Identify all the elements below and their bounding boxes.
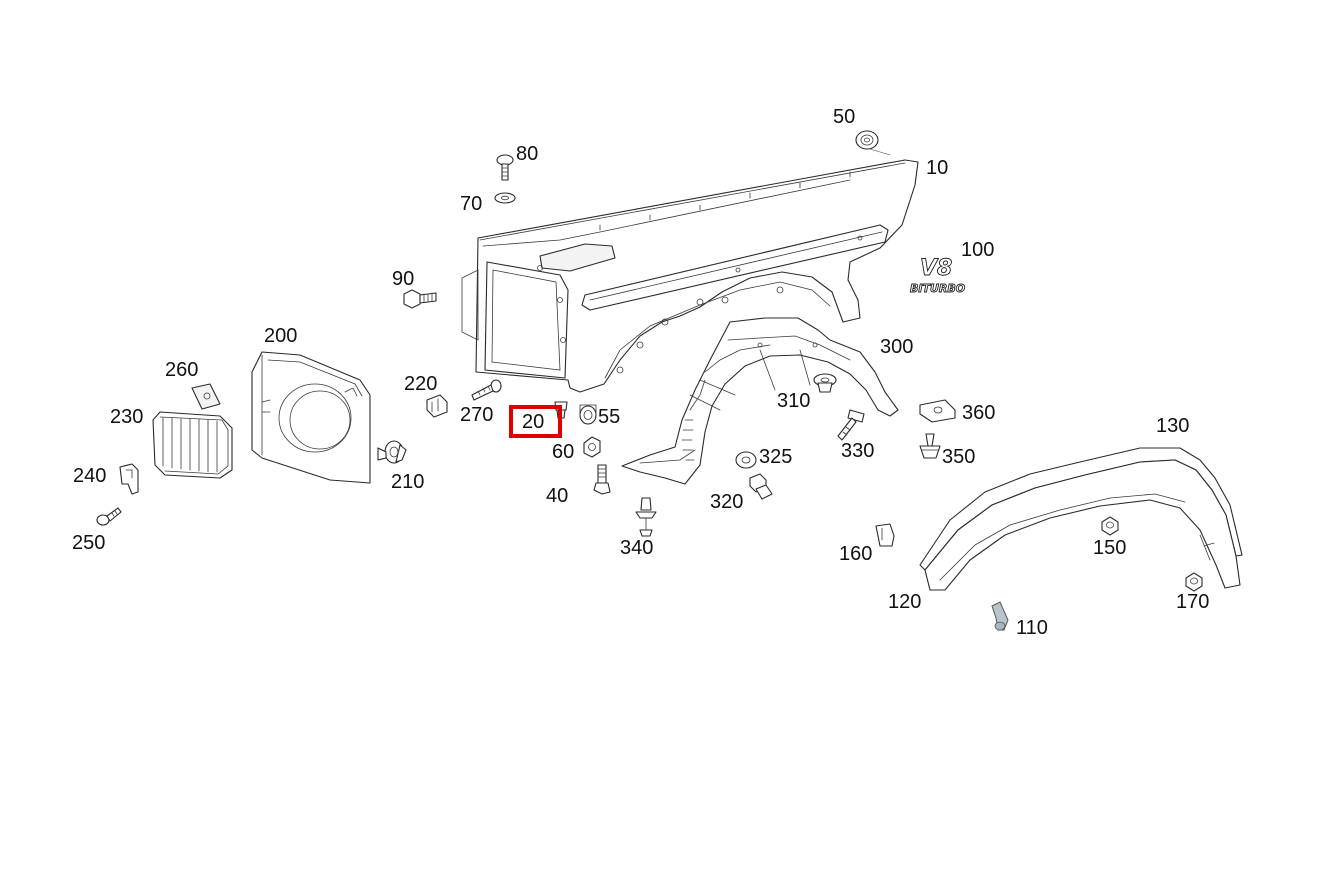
callout-10[interactable]: 10 (926, 157, 949, 179)
part-40-bolt[interactable] (593, 464, 611, 495)
callout-240[interactable]: 240 (73, 465, 107, 487)
part-70-washer[interactable] (494, 192, 516, 204)
part-360-clip[interactable] (919, 399, 956, 423)
part-240-bracket[interactable] (119, 463, 139, 495)
callout-55[interactable]: 55 (598, 406, 621, 428)
part-50-grommet[interactable] (855, 130, 891, 156)
part-340-rivet[interactable] (635, 497, 657, 537)
part-55-spacer[interactable] (579, 404, 597, 425)
callout-150[interactable]: 150 (1093, 537, 1127, 559)
part-260-label[interactable] (191, 383, 221, 410)
part-200-headlamp-housing[interactable] (251, 351, 371, 484)
part-210-clip[interactable] (377, 440, 407, 464)
emblem-biturbo: BITURBO (910, 282, 965, 295)
part-325-washer[interactable] (735, 451, 757, 469)
callout-330[interactable]: 330 (841, 440, 875, 462)
callout-325[interactable]: 325 (759, 446, 793, 468)
part-270-screw[interactable] (471, 379, 502, 401)
part-170-nut[interactable] (1185, 572, 1203, 592)
part-130-wheel-arch-flare[interactable] (919, 447, 1243, 591)
part-250-screw[interactable] (96, 507, 122, 526)
callout-250[interactable]: 250 (72, 532, 106, 554)
callout-340[interactable]: 340 (620, 537, 654, 559)
part-310-expansion-nut[interactable] (813, 373, 837, 393)
callout-220[interactable]: 220 (404, 373, 438, 395)
part-330-screw[interactable] (837, 409, 865, 441)
part-60-nut[interactable] (583, 436, 601, 458)
part-150-nut[interactable] (1101, 516, 1119, 536)
callout-200[interactable]: 200 (264, 325, 298, 347)
part-300-wheel-arch-liner[interactable] (621, 317, 899, 485)
part-220-clip-nut[interactable] (426, 394, 448, 418)
callout-170[interactable]: 170 (1176, 591, 1210, 613)
callout-110[interactable]: 110 (1016, 617, 1048, 639)
callout-230[interactable]: 230 (110, 406, 144, 428)
callout-360[interactable]: 360 (962, 402, 996, 424)
part-110-stud[interactable] (991, 601, 1009, 631)
selected-callout-highlight (509, 405, 562, 438)
part-80-screw[interactable] (496, 154, 514, 181)
callout-320[interactable]: 320 (710, 491, 744, 513)
callout-260[interactable]: 260 (165, 359, 199, 381)
part-90-bolt[interactable] (403, 289, 437, 309)
callout-80[interactable]: 80 (516, 143, 539, 165)
callout-270[interactable]: 270 (460, 404, 494, 426)
part-320-bolt[interactable] (749, 473, 773, 500)
callout-350[interactable]: 350 (942, 446, 976, 468)
part-160-clip[interactable] (875, 523, 895, 547)
callout-50[interactable]: 50 (833, 106, 856, 128)
callout-60[interactable]: 60 (552, 441, 575, 463)
callout-120[interactable]: 120 (888, 591, 922, 613)
callout-300[interactable]: 300 (880, 336, 914, 358)
callout-20[interactable]: 20 (522, 411, 545, 433)
callout-160[interactable]: 160 (839, 543, 873, 565)
callout-310[interactable]: 310 (777, 390, 811, 412)
part-350-clip[interactable] (919, 433, 941, 459)
part-100-emblem[interactable]: V8 BITURBO (910, 256, 966, 296)
callout-130[interactable]: 130 (1156, 415, 1190, 437)
callout-70[interactable]: 70 (460, 193, 483, 215)
callout-90[interactable]: 90 (392, 268, 415, 290)
callout-210[interactable]: 210 (391, 471, 425, 493)
part-10-fender[interactable] (461, 159, 919, 393)
callout-100[interactable]: 100 (961, 239, 995, 261)
callout-40[interactable]: 40 (546, 485, 569, 507)
emblem-v8: V8 (920, 256, 952, 281)
part-230-grille[interactable] (152, 411, 233, 479)
